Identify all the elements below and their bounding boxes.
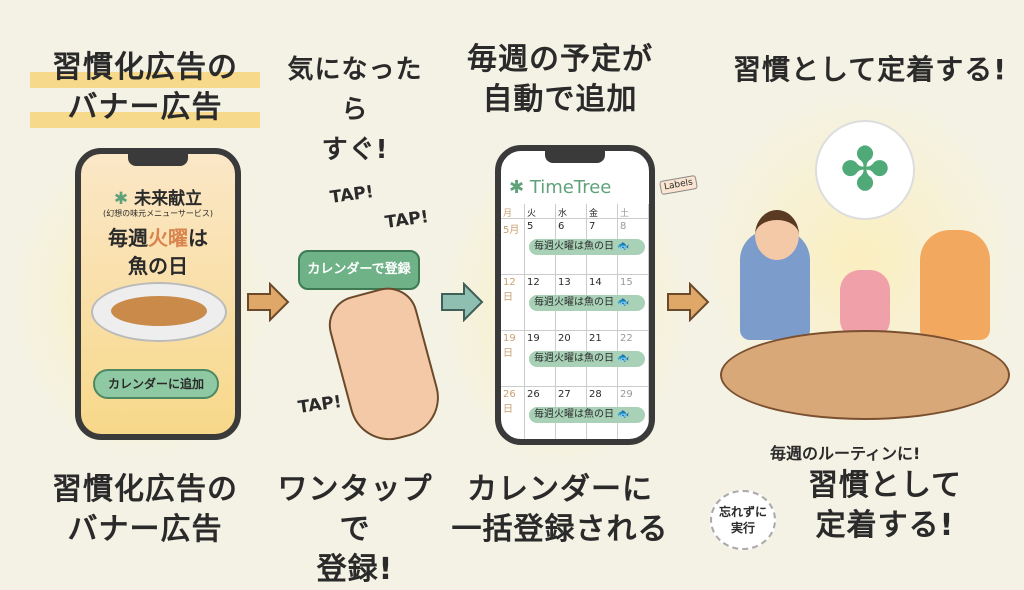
dont-forget-stamp: 忘れずに実行 [710,490,776,550]
family-dining-illustration [720,210,1010,420]
calendar-header: 月火水金土 [501,204,649,219]
register-to-calendar-button[interactable]: カレンダーで登録 [298,250,420,290]
step3-title: 毎週の予定が自動で追加 [467,42,653,117]
grilled-fish-plate [91,282,227,342]
step4-caption: 習慣として定着する! [807,468,963,543]
step1-caption: 習慣化広告のバナー広告 [52,472,238,547]
fish-icon: 🐟 [617,353,630,364]
step4-title: 習慣として定着する! [733,53,1007,86]
add-to-calendar-button[interactable]: カレンダーに追加 [93,369,219,399]
step3-caption: カレンダーに一括登録される [451,472,669,547]
calendar-event[interactable]: 毎週火曜は魚の日 🐟 [529,407,645,423]
calendar-event[interactable]: 毎週火曜は魚の日 🐟 [529,295,645,311]
arrow-right-icon [247,282,290,322]
routine-label: 毎週のルーティンに! [770,444,921,463]
timetree-logo-icon: ✱ [509,177,525,198]
step2-title: 気になったらすぐ! [287,55,423,165]
arrow-right-icon [441,282,484,322]
tapping-hand [322,280,448,450]
habit-logo-bubble: ✤ [815,120,915,220]
step1-title: 習慣化広告の バナー広告 [30,48,260,128]
fish-icon: 🐟 [617,409,630,420]
fish-icon: 🐟 [617,241,630,252]
banner-ad-phone: ✱ 未来献立 (幻想の味元メニューサービス) 毎週火曜は 魚の日 カレンダーに追… [75,148,241,440]
labels-tag: Labels [659,174,698,196]
arrow-right-icon [667,282,710,322]
calendar-event[interactable]: 毎週火曜は魚の日 🐟 [529,351,645,367]
step2-caption: ワンタップで登録! [277,472,433,587]
leaf-icon: ✱ [113,189,129,209]
fish-icon: 🐟 [617,297,630,308]
calendar-event[interactable]: 毎週火曜は魚の日 🐟 [529,239,645,255]
